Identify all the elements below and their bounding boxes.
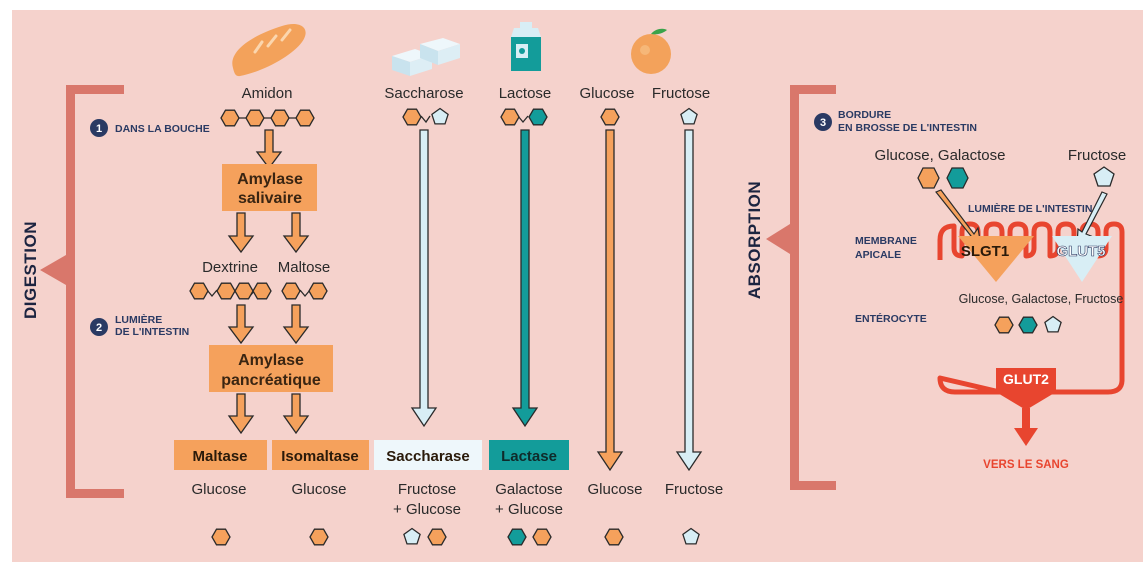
lactase-box [489, 440, 569, 470]
product-galactose-glucose-line2: + Glucose [495, 501, 563, 518]
step2-label-line2: DE L'INTESTIN [115, 326, 189, 338]
amylase-pancreatique-line2: pancréatique [221, 372, 321, 389]
inside-sugars-label: Glucose, Galactose, Fructose [959, 292, 1124, 306]
step1-badge [90, 119, 108, 137]
absorption-side-label: ABSORPTION [745, 181, 764, 299]
glucose-molecule [600, 108, 620, 126]
step2-number: 2 [96, 322, 102, 334]
arrows-to-maltase-isomaltase [227, 393, 310, 435]
arrow-glucose [596, 129, 624, 472]
glut5-transporter [1052, 236, 1112, 282]
digestion-side-label: DIGESTION [21, 221, 40, 319]
dextrine-label: Dextrine [202, 259, 258, 276]
sugar-cubes-icon [392, 38, 460, 76]
arrow-lactose [511, 129, 539, 428]
product-glucose-2: Glucose [291, 481, 346, 498]
step3-number: 3 [820, 117, 826, 129]
milk-carton-icon [511, 22, 541, 71]
amidon-chain [220, 109, 315, 127]
maltase-box [174, 440, 267, 470]
isomaltase-label: Isomaltase [281, 448, 359, 465]
sugar-glucose: Glucose [579, 85, 634, 102]
product-fructose: Fructose [665, 481, 723, 498]
lactase-label: Lactase [501, 448, 557, 465]
step3-label-line1: BORDURE [838, 109, 891, 121]
step2-label-line1: LUMIÈRE [115, 313, 162, 326]
amylase-salivaire-box [222, 164, 317, 211]
glut2-label: GLUT2 [1003, 371, 1049, 387]
product-glucose-1: Glucose [191, 481, 246, 498]
glut2-transporter [996, 368, 1056, 410]
step3-badge [814, 113, 832, 131]
step1-label: DANS LA BOUCHE [115, 123, 210, 135]
amylase-pancreatique-box [209, 345, 333, 392]
product-fructose-glucose-line2: + Glucose [393, 501, 461, 518]
slgt1-transporter [958, 236, 1034, 282]
sugar-amidon: Amidon [242, 85, 293, 102]
product-glucose-3: Glucose [587, 481, 642, 498]
lactose-molecule [500, 108, 548, 126]
glut5-label: GLUT5 [1056, 243, 1105, 260]
amylase-salivaire-line1: Amylase [237, 171, 303, 188]
arrow-saccharose [410, 129, 438, 428]
saccharase-label: Saccharase [386, 448, 469, 465]
arrow-fructose [675, 129, 703, 472]
dextrine-chain [189, 282, 272, 300]
amylase-salivaire-line2: salivaire [238, 190, 302, 207]
inside-molecules [994, 315, 1062, 334]
slgt1-label: SLGT1 [961, 243, 1009, 260]
lumiere-label: LUMIÈRE DE L'INTESTIN [968, 202, 1092, 215]
fructose-absorb-label: Fructose [1068, 147, 1126, 164]
saccharose-molecule [402, 107, 449, 126]
arrows-salivaire-to-products [227, 212, 310, 254]
step1-number: 1 [96, 123, 102, 135]
sugar-saccharose: Saccharose [384, 85, 463, 102]
step3-label-line2: EN BROSSE DE L'INTESTIN [838, 122, 977, 134]
sugar-lactose: Lactose [499, 85, 552, 102]
membrane-line2: APICALE [855, 249, 901, 261]
absorption-bracket [766, 85, 836, 490]
maltose-label: Maltose [278, 259, 331, 276]
product-galactose-glucose-line1: Galactose [495, 481, 563, 498]
background-panel [12, 10, 1143, 562]
absorption-top-molecules [917, 166, 1115, 189]
bread-icon [232, 23, 306, 77]
isomaltase-box [272, 440, 369, 470]
product-fructose-glucose-line1: Fructose [398, 481, 456, 498]
enterocyte-label: ENTÉROCYTE [855, 312, 927, 325]
arrow-vers-le-sang [1014, 408, 1038, 446]
step2-badge [90, 318, 108, 336]
maltase-label: Maltase [192, 448, 247, 465]
saccharase-box [374, 440, 482, 470]
vers-le-sang-label: VERS LE SANG [983, 459, 1069, 471]
arrow-amidon-to-salivaire [255, 129, 283, 170]
maltose-molecule [281, 282, 328, 300]
orange-icon [631, 28, 671, 74]
glucose-galactose-label: Glucose, Galactose [875, 147, 1006, 164]
sugar-fructose: Fructose [652, 85, 710, 102]
digestion-bracket [40, 85, 124, 498]
arrows-to-pancreatique [227, 304, 310, 345]
amylase-pancreatique-line1: Amylase [238, 352, 304, 369]
membrane-line1: MEMBRANE [855, 235, 917, 247]
